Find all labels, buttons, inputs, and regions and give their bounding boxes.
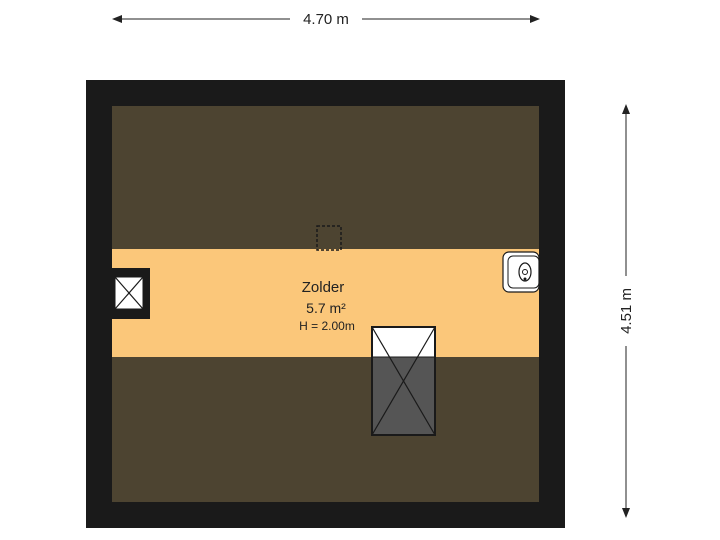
height-dimension: 4.51 m: [618, 104, 635, 518]
arrow-down-icon: [622, 508, 630, 518]
width-dimension: 4.70 m: [112, 11, 540, 28]
width-label: 4.70 m: [303, 11, 349, 28]
height-label: 4.51 m: [618, 288, 635, 334]
boiler-unit: [502, 251, 540, 293]
room-name: Zolder: [302, 279, 345, 296]
hatch-outline: [316, 225, 342, 251]
stair-opening: [371, 326, 436, 436]
room-area: 5.7 m²: [306, 300, 346, 316]
usable-floor-area: [112, 249, 539, 357]
arrow-up-icon: [622, 104, 630, 114]
arrow-left-icon: [112, 15, 122, 23]
arrow-right-icon: [530, 15, 540, 23]
chimney-box: [112, 268, 150, 319]
room-ceiling-height: H = 2.00m: [299, 319, 355, 333]
